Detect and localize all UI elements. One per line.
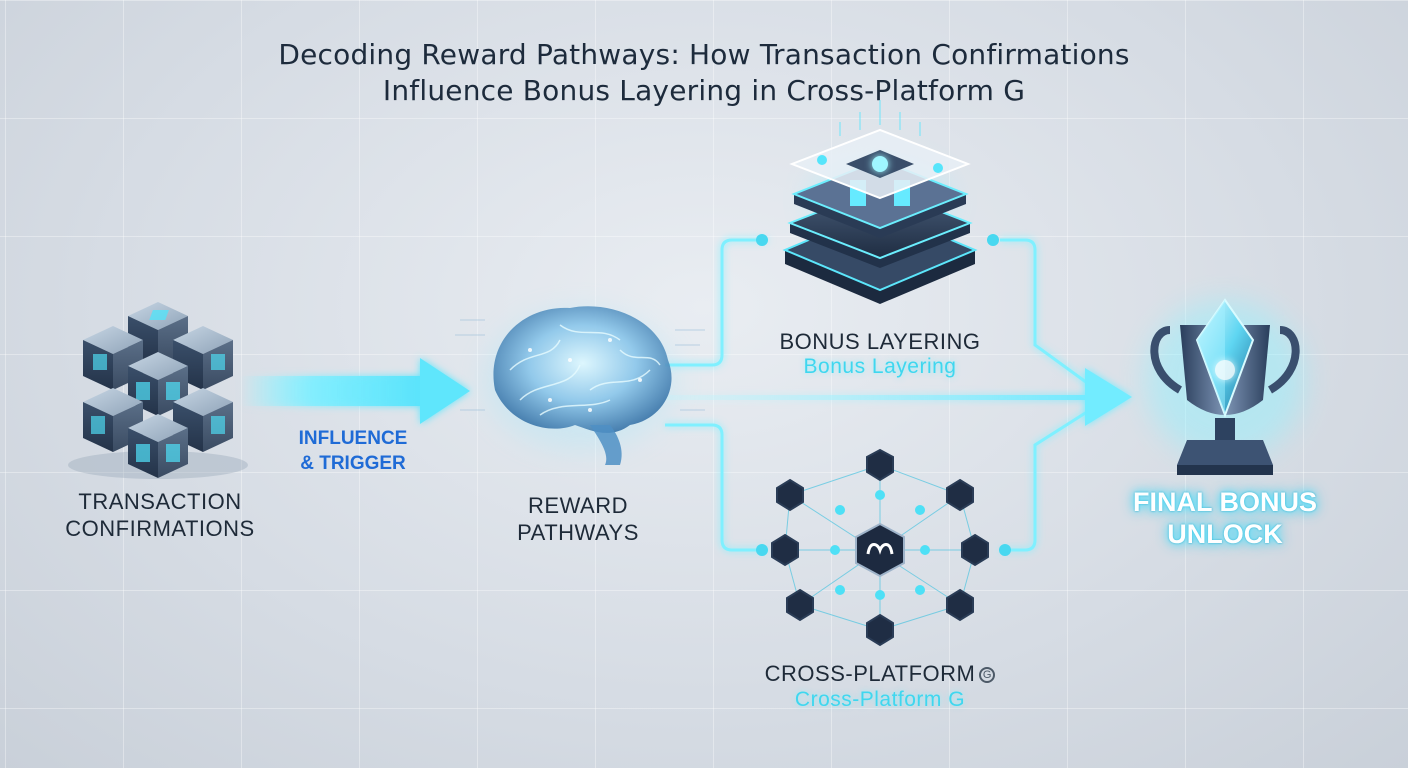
final-label-line1: FINAL BONUS — [1132, 487, 1317, 517]
page-title-line2: Influence Bonus Layering in Cross-Platfo… — [382, 74, 1026, 107]
check-markers — [756, 234, 1011, 556]
transactions-label: TRANSACTION CONFIRMATIONS — [40, 488, 280, 542]
platform-network-icon — [771, 448, 989, 647]
influence-label-line1: INFLUENCE — [298, 428, 408, 449]
transactions-label-line2: CONFIRMATIONS — [65, 516, 255, 541]
final-label: FINAL BONUS UNLOCK — [1100, 486, 1350, 550]
g-badge-icon: G — [979, 667, 996, 684]
layer-stack-icon — [782, 100, 978, 304]
page-title-line1: Decoding Reward Pathways: How Transactio… — [278, 38, 1130, 71]
cube-cluster — [83, 302, 233, 478]
influence-label: INFLUENCE & TRIGGER — [268, 426, 438, 476]
reward-label-line1: REWARD — [528, 493, 628, 518]
influence-arrow — [240, 358, 470, 424]
reward-label-line2: PATHWAYS — [517, 520, 639, 545]
transactions-label-line1: TRANSACTION — [78, 489, 242, 514]
influence-label-line2: & TRIGGER — [300, 453, 406, 474]
reward-to-final-arrow — [665, 368, 1132, 426]
bonus-label: BONUS LAYERING — [779, 329, 981, 354]
cross-label-text: CROSS-PLATFORM — [764, 661, 976, 686]
flow-lines — [665, 238, 1091, 552]
reward-label: REWARD PATHWAYS — [478, 492, 678, 546]
bonus-sublabel: Bonus Layering — [803, 355, 957, 378]
cross-sublabel: Cross-Platform G — [794, 688, 966, 711]
final-label-line2: UNLOCK — [1167, 519, 1283, 549]
brain-icon — [455, 306, 705, 465]
trophy-icon — [1145, 298, 1305, 475]
